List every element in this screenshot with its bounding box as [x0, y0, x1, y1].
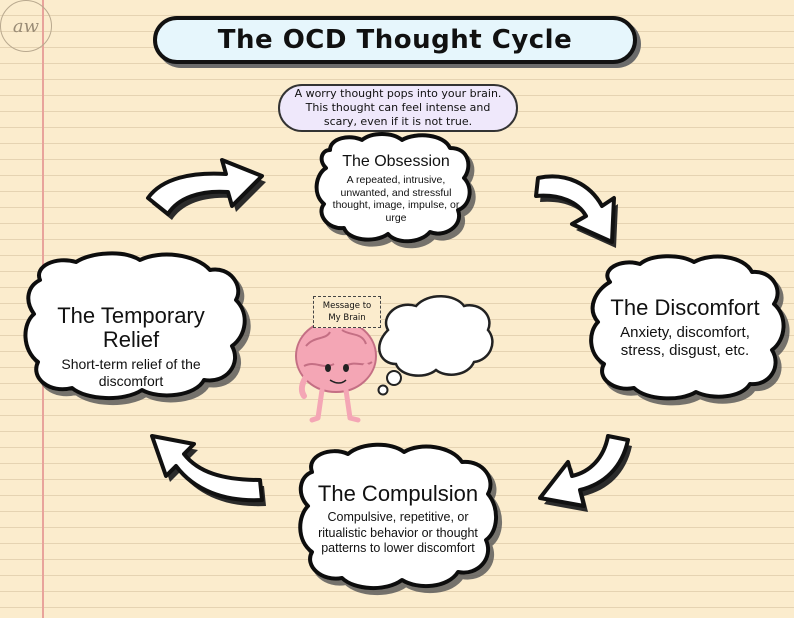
- thought-bubble-icon: [377, 295, 494, 396]
- obsession-cloud: [314, 132, 472, 244]
- cycle-arrow-icon: [146, 158, 266, 220]
- brand-logo: aw: [0, 0, 52, 52]
- obsession-title: The Obsession: [342, 153, 450, 170]
- compulsion-node: The Compulsion Compulsive, repetitive, o…: [315, 482, 481, 557]
- compulsion-cloud: [298, 442, 498, 591]
- discomfort-desc: Anxiety, discomfort, stress, disgust, et…: [620, 324, 750, 359]
- discomfort-node: The Discomfort Anxiety, discomfort, stre…: [600, 296, 770, 360]
- page-title: The OCD Thought Cycle: [217, 25, 573, 55]
- compulsion-title: The Compulsion: [317, 481, 479, 506]
- cycle-arrow-icon: [534, 174, 618, 248]
- obsession-node: The Obsession A repeated, intrusive, unw…: [330, 152, 462, 224]
- obsession-desc: A repeated, intrusive, unwanted, and str…: [332, 174, 460, 224]
- discomfort-cloud: [589, 254, 786, 401]
- brain-character-icon: [295, 319, 377, 423]
- relief-desc: Short-term relief of the discomfort: [61, 356, 201, 389]
- title-banner: The OCD Thought Cycle: [153, 16, 637, 64]
- compulsion-desc: Compulsive, repetitive, or ritualistic b…: [318, 510, 478, 555]
- cycle-arrow-icon: [538, 434, 632, 512]
- cycle-arrow-icon: [150, 434, 266, 507]
- logo-mark: aw: [12, 15, 40, 37]
- discomfort-title: The Discomfort: [610, 295, 760, 320]
- relief-cloud: [23, 251, 247, 401]
- relief-title: The Temporary Relief: [57, 303, 205, 352]
- relief-node: The Temporary Relief Short-term relief o…: [38, 304, 224, 390]
- cloud-shapes: [23, 132, 786, 591]
- intro-note: A worry thought pops into your brain. Th…: [278, 84, 518, 132]
- message-box: Message to My Brain: [313, 296, 381, 328]
